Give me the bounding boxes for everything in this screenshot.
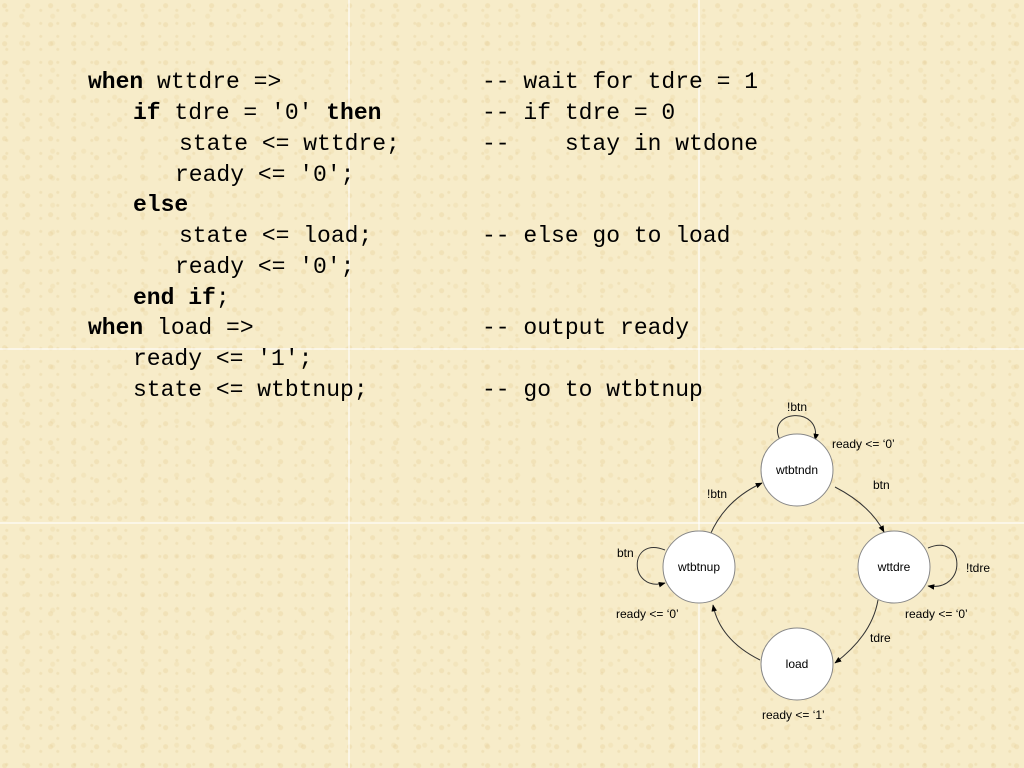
- code-line: ready <= '0';: [175, 162, 355, 188]
- state-label: wttdre: [877, 560, 911, 574]
- condition-label: !btn: [707, 487, 727, 501]
- code-line: ready <= '1';: [133, 346, 313, 372]
- condition-label: btn: [617, 546, 634, 560]
- code-comment: -- wait for tdre = 1: [482, 69, 759, 95]
- grid-line: [348, 0, 350, 768]
- code-line: state <= wttdre;: [179, 131, 400, 157]
- transition-wttdre-to-load: [834, 599, 879, 664]
- code-comment: -- else go to load: [482, 223, 731, 249]
- self-loop-wttdre: [927, 545, 958, 590]
- code-line: else: [133, 191, 188, 219]
- transition-load-to-wtbtnup: [711, 604, 761, 661]
- keyword: when: [88, 315, 144, 341]
- condition-label: !tdre: [966, 561, 990, 575]
- keyword: then: [326, 100, 382, 126]
- condition-label: !btn: [787, 400, 807, 414]
- code-line: end if;: [133, 284, 230, 312]
- state-load: load: [760, 627, 834, 701]
- grid-line: [0, 522, 1024, 524]
- condition-label: tdre: [870, 631, 891, 645]
- code-text: load =>: [143, 315, 254, 341]
- code-line: when wttdre =>: [88, 68, 281, 96]
- code-text: ;: [215, 285, 230, 311]
- grid-line: [698, 0, 700, 768]
- code-comment: -- output ready: [482, 315, 690, 341]
- keyword: when: [88, 69, 144, 95]
- keyword: if: [133, 100, 161, 126]
- output-label: ready <= ‘1’: [762, 708, 825, 722]
- code-comment: -- stay in wtdone: [482, 131, 759, 157]
- code-line: state <= load;: [179, 223, 373, 249]
- code-comment: -- if tdre = 0: [482, 100, 676, 126]
- output-label: ready <= ‘0’: [616, 607, 679, 621]
- code-line: when load =>: [88, 314, 254, 342]
- keyword: else: [133, 192, 189, 218]
- condition-label: btn: [873, 478, 890, 492]
- code-line: ready <= '0';: [175, 254, 355, 280]
- state-label: wtbtndn: [775, 463, 818, 477]
- output-label: ready <= ‘0’: [832, 437, 895, 451]
- self-loop-wtbtndn: [777, 415, 819, 441]
- transition-wtbtnup-to-wtbtndn: [709, 482, 763, 536]
- keyword: end if: [133, 285, 216, 311]
- grid-line: [0, 348, 1024, 350]
- state-wtbtnup: wtbtnup: [662, 530, 736, 604]
- self-loop-wtbtnup: [636, 547, 666, 588]
- vhdl-code-block: when wttdre => -- wait for tdre = 1 if t…: [88, 68, 759, 403]
- code-line: if tdre = '0' then: [133, 99, 381, 127]
- code-line: state <= wtbtnup;: [133, 377, 368, 403]
- state-wtbtndn: wtbtndn: [760, 433, 834, 507]
- transition-wtbtndn-to-wttdre: [834, 486, 885, 533]
- output-label: ready <= ‘0’: [905, 607, 968, 621]
- code-comment: -- go to wtbtnup: [482, 377, 703, 403]
- code-text: wttdre =>: [143, 69, 282, 95]
- state-wttdre: wttdre: [857, 530, 931, 604]
- state-label: load: [786, 657, 809, 671]
- code-text: tdre = '0': [160, 100, 327, 126]
- state-label: wtbtnup: [677, 560, 720, 574]
